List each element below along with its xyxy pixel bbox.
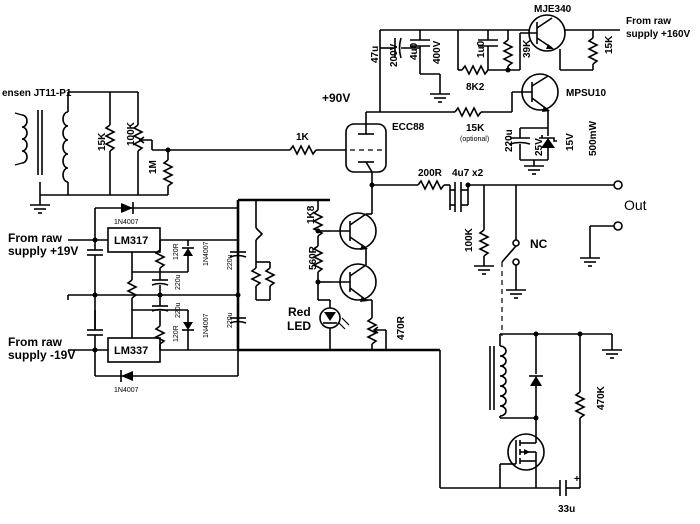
transistor-mje340 [520, 14, 566, 52]
cap220u-b-label: 220u [227, 254, 234, 270]
zener-label: 15V [565, 133, 576, 151]
zener-diode [539, 128, 557, 160]
pot-100k-label: 100K [126, 121, 137, 146]
cap220u-a-label: 220u [175, 274, 182, 290]
r560r-label: 560R [308, 245, 319, 270]
resistor-120r-a [154, 249, 166, 269]
r120b-label: 120R [173, 325, 180, 342]
tube-label: ECC88 [392, 122, 425, 133]
red-led-label-2: LED [287, 319, 311, 333]
r15k-in-label: 15K [97, 132, 108, 151]
input-transformer [14, 92, 69, 195]
d2-label: 1N4007 [114, 387, 139, 394]
pot-470r [366, 317, 378, 345]
r200r-label: 200R [418, 168, 443, 179]
diode-1n4007-b [182, 310, 194, 350]
plus-sign: + [574, 474, 580, 485]
d1-label: 1N4007 [114, 219, 139, 226]
output-transistor-lower [330, 263, 377, 302]
resistor-1k [289, 144, 317, 156]
r470k-label: 470K [596, 385, 607, 410]
optional-note: (optional) [460, 136, 489, 143]
diode-1n4007-top [121, 202, 134, 214]
output-transistor-upper [330, 212, 377, 250]
resistor-100k [478, 229, 490, 257]
resistor-1m [162, 159, 174, 187]
cap220u-c-label: 220u [227, 312, 234, 328]
transformer-label: ensen JT11-P1 [2, 88, 72, 99]
transistor-mpsu10 [512, 73, 559, 112]
mje340-label: MJE340 [534, 4, 572, 15]
resistor-15k-top [587, 37, 599, 65]
raw160-label-1: From raw [626, 16, 671, 27]
r15k-top-label: 15K [604, 35, 615, 54]
r8k2-label: 8K2 [466, 82, 485, 93]
r100k-label: 100K [464, 227, 475, 252]
raw19n-label-1: From raw [8, 335, 63, 349]
regulator-lm337 [107, 337, 161, 363]
ground-symbol [30, 204, 50, 214]
r470r-label: 470R [396, 315, 407, 340]
flyback-diode [529, 375, 543, 386]
relay-coil [489, 345, 507, 417]
cap47u-label: 47u [370, 46, 381, 63]
cap4u0-v-label: 400V [432, 40, 443, 64]
nc-label: NC [530, 237, 548, 251]
red-led-label-1: Red [288, 305, 311, 319]
v90-label: +90V [322, 91, 350, 105]
raw160-label-2: supply +160V [626, 29, 691, 40]
raw19p-label-2: supply +19V [8, 244, 78, 258]
r1m-label: 1M [148, 160, 159, 174]
cap4u0-label: 4u0 [409, 42, 420, 60]
lm337-label: LM337 [114, 345, 148, 357]
cap47u-v-label: 200V [389, 43, 400, 67]
out-label: Out [624, 197, 647, 213]
raw19p-label-1: From raw [8, 231, 63, 245]
cap220u-hv-label: 220u [504, 129, 515, 152]
resistor-120r-b [154, 325, 166, 345]
tube-ecc88 [345, 123, 387, 173]
cap33u-label: 33u [558, 504, 575, 515]
diode-1n4007-bottom [120, 370, 133, 382]
zener-w-label: 500mW [588, 120, 599, 156]
resistor-15k-input [104, 124, 116, 152]
mpsu10-label: MPSU10 [566, 88, 606, 99]
resistor-8k2 [461, 64, 489, 76]
cap4u7-label: 4u7 x2 [452, 168, 484, 179]
diode-1n4007-a [182, 240, 194, 272]
resistor-39k [502, 39, 514, 67]
resistor-560r [312, 245, 324, 273]
r120a-label: 120R [173, 243, 180, 260]
mosfet [500, 418, 545, 471]
r39k-label: 39K [522, 39, 533, 58]
resistor-1k8 [312, 209, 324, 237]
r1k8-label: 1K8 [306, 205, 317, 224]
lm317-label: LM317 [114, 235, 148, 247]
r15k-opt-label: 15K [466, 123, 485, 134]
pot-100k [132, 124, 144, 152]
cap220u-hv-v-label: 25V [534, 138, 545, 156]
db-label: 1N4007 [203, 313, 210, 338]
resistor-15k-optional [454, 106, 482, 118]
cap1u0-label: 1u0 [476, 40, 487, 58]
red-led [319, 307, 350, 330]
r1k-label: 1K [296, 132, 310, 143]
raw19n-label-2: supply -19V [8, 348, 75, 362]
da-label: 1N4007 [203, 241, 210, 266]
resistor-200r [417, 179, 445, 191]
resistor-470k [574, 391, 586, 419]
